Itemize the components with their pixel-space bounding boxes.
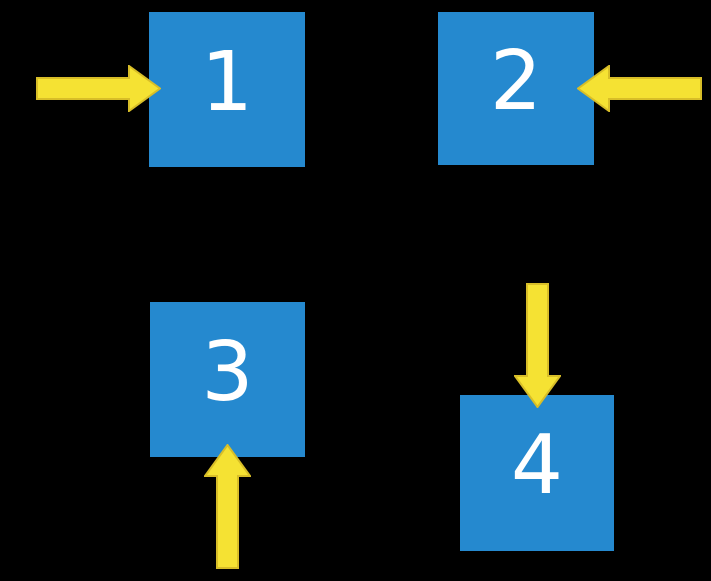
box-1-label: 1 bbox=[200, 34, 254, 130]
up-arrow-shape bbox=[204, 444, 251, 569]
box-4-label: 4 bbox=[510, 418, 564, 513]
left-arrow-shape bbox=[577, 65, 702, 112]
numbered-box-3: 3 bbox=[150, 302, 305, 457]
box-3-label: 3 bbox=[201, 324, 254, 420]
down-arrow-shape bbox=[514, 283, 561, 408]
numbered-box-2: 2 bbox=[438, 12, 594, 165]
box-2-label: 2 bbox=[489, 33, 543, 129]
right-arrow-shape bbox=[36, 65, 161, 112]
right-arrow-icon bbox=[36, 65, 161, 112]
up-arrow-icon bbox=[204, 444, 251, 569]
down-arrow-icon bbox=[514, 283, 561, 408]
numbered-box-4: 4 bbox=[460, 395, 614, 551]
numbered-box-1: 1 bbox=[149, 12, 305, 167]
left-arrow-icon bbox=[577, 65, 702, 112]
